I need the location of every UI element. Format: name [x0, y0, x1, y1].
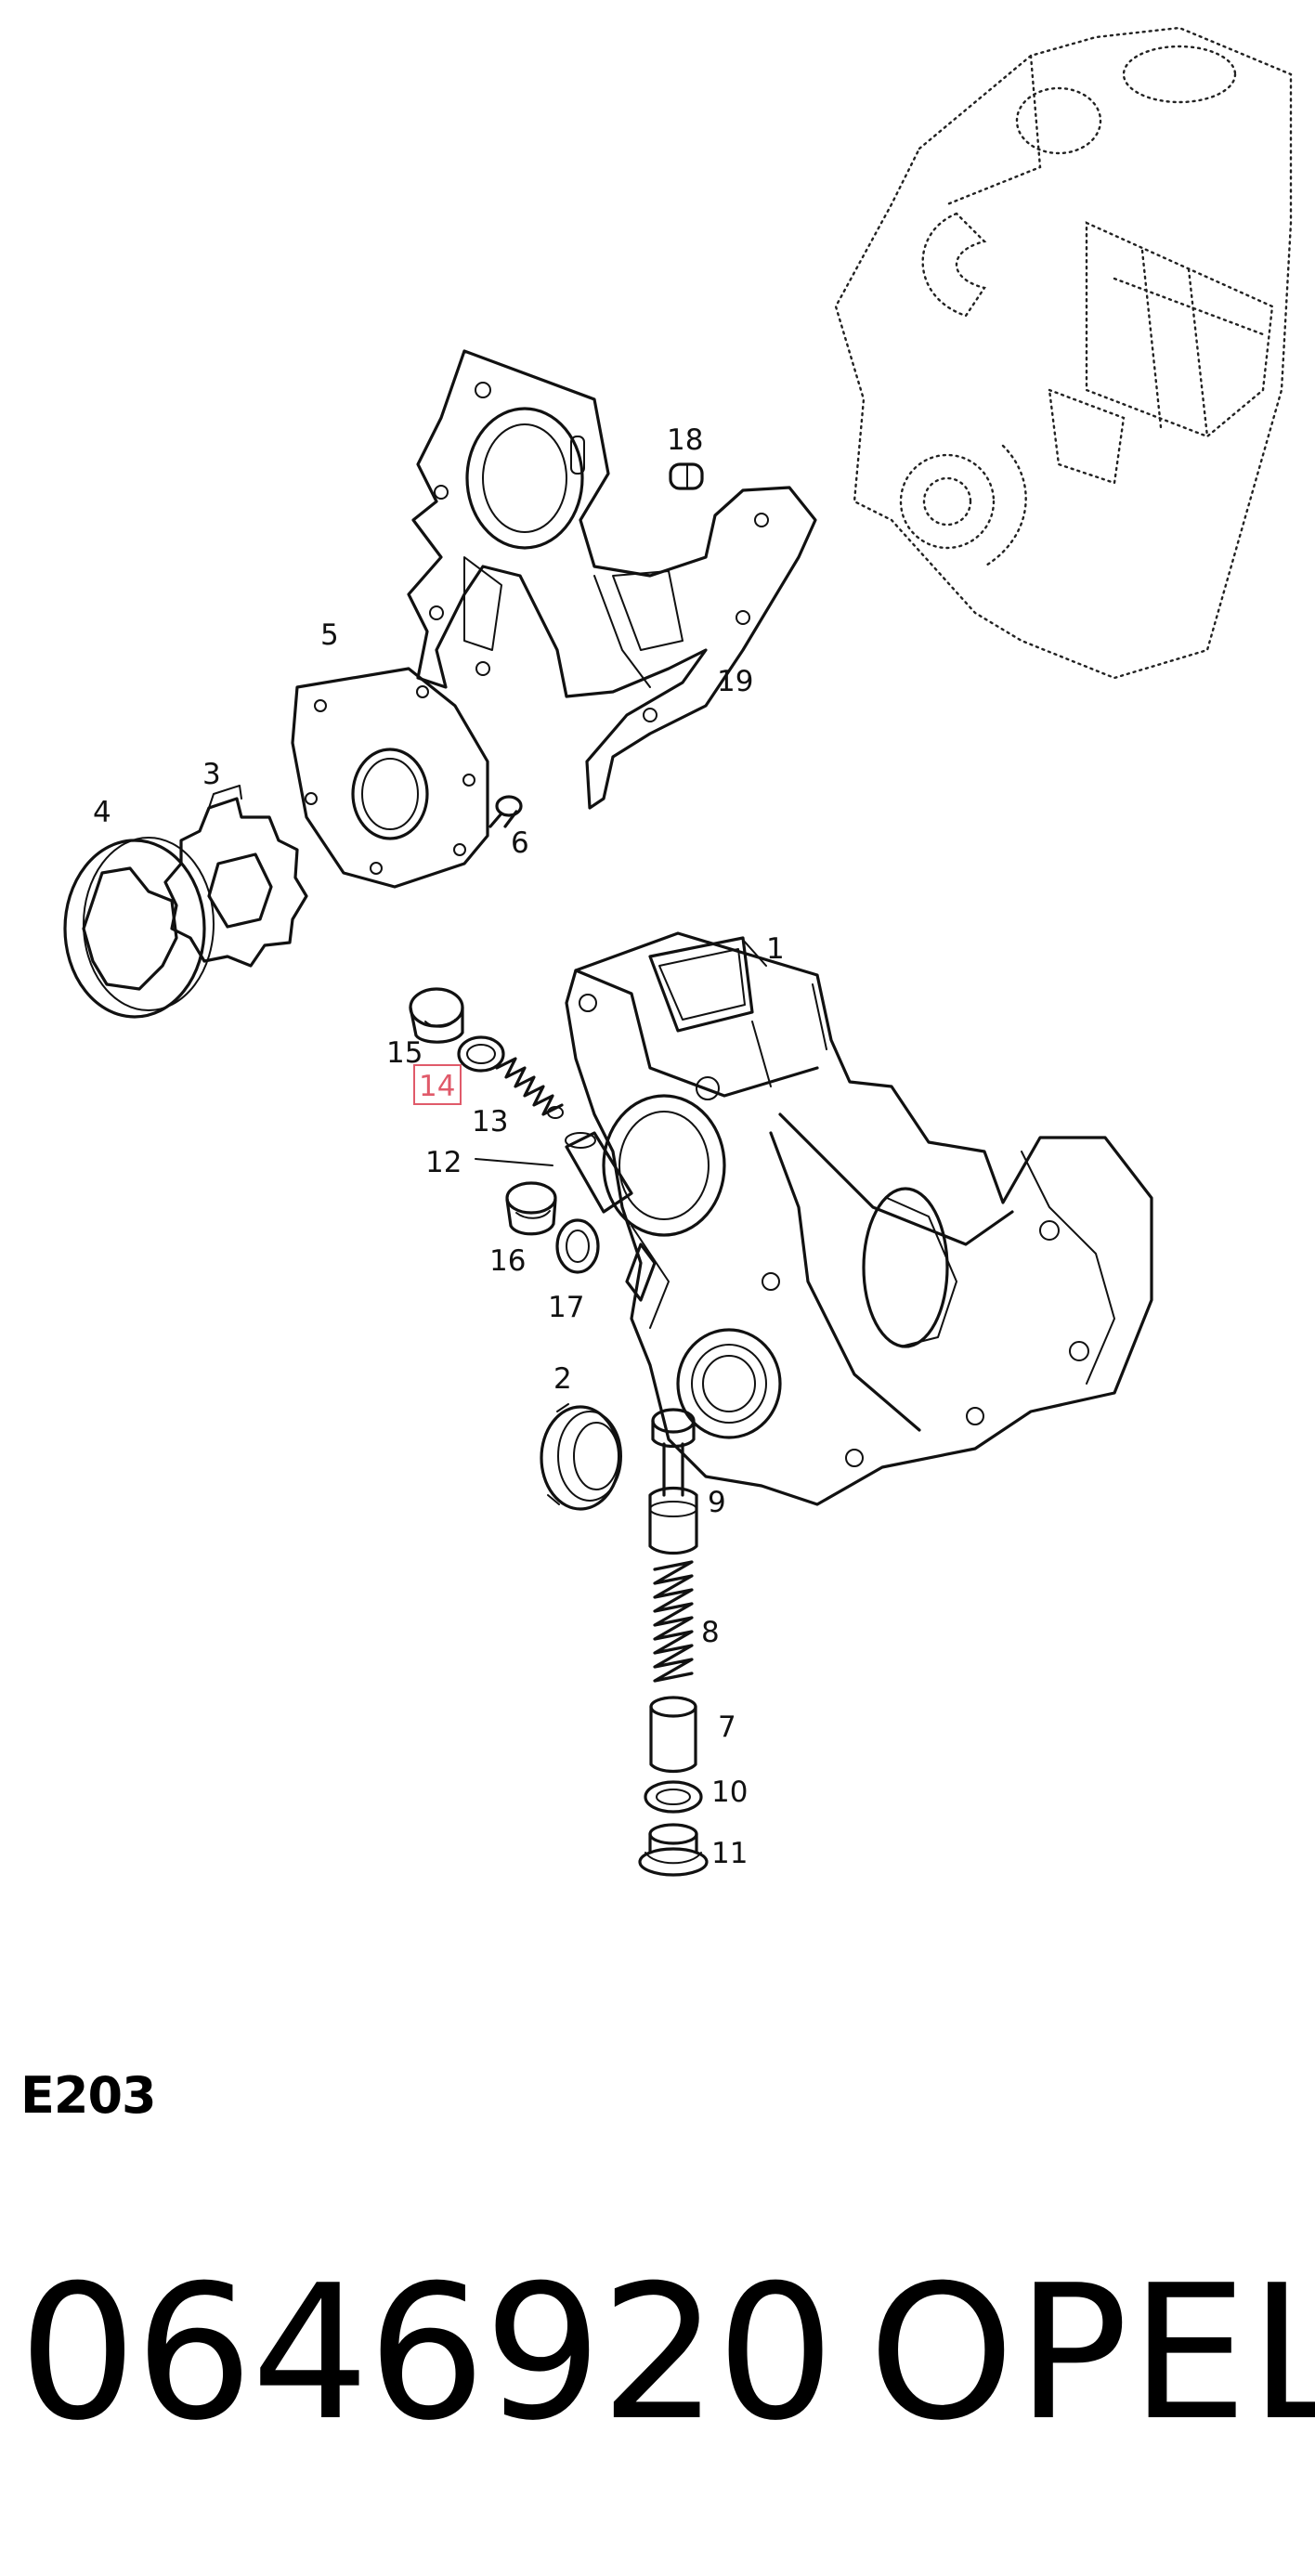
callout-6: 6 — [511, 826, 529, 860]
part-seal-ring-15 — [457, 1035, 505, 1073]
part-3-inner-rotor — [163, 785, 308, 968]
part-4-outer-rotor — [63, 837, 215, 1019]
part-11-plug — [638, 1823, 709, 1877]
part-9-valve-piston — [648, 1408, 698, 1555]
callout-3: 3 — [202, 758, 221, 791]
callout-10: 10 — [711, 1776, 748, 1809]
part-18-dowel — [669, 462, 704, 490]
section-code: E203 — [20, 2066, 157, 2125]
callout-12: 12 — [425, 1146, 462, 1179]
callout-8: 8 — [701, 1616, 720, 1649]
part-number: 0646920 — [19, 2245, 835, 2462]
part-19-timing-cover-gasket — [407, 349, 817, 810]
callout-5: 5 — [320, 618, 339, 652]
callout-2: 2 — [553, 1362, 572, 1396]
part-2-shaft-seal — [540, 1403, 622, 1511]
brand-name: OPEL — [868, 2245, 1315, 2462]
callout-17: 17 — [548, 1291, 584, 1324]
callout-7: 7 — [718, 1711, 736, 1744]
callout-4: 4 — [93, 796, 111, 829]
callout-9: 9 — [708, 1486, 726, 1519]
part-8-spring — [653, 1560, 694, 1683]
callout-14-highlight — [413, 1064, 462, 1105]
callout-14: 14 — [419, 1070, 455, 1103]
callout-13: 13 — [472, 1105, 508, 1138]
part-15-plug — [409, 987, 464, 1044]
engine-block-outline — [834, 26, 1293, 680]
callout-1: 1 — [766, 932, 785, 966]
callout-16: 16 — [489, 1244, 526, 1278]
part-16-plug — [505, 1181, 557, 1236]
callout-15: 15 — [386, 1036, 423, 1070]
callout-19: 19 — [717, 665, 753, 698]
callout-18: 18 — [667, 423, 703, 457]
leader-1 — [742, 939, 767, 967]
part-7-sleeve — [649, 1696, 697, 1774]
part-17-washer — [555, 1218, 600, 1274]
part-12-plunger — [475, 1131, 633, 1214]
part-6-screw — [488, 795, 523, 828]
part-13-spring — [495, 1057, 564, 1119]
part-10-washer — [644, 1780, 703, 1814]
part-1-housing — [565, 931, 1153, 1506]
part-5-pump-cover — [291, 667, 489, 889]
callout-11: 11 — [711, 1837, 748, 1870]
